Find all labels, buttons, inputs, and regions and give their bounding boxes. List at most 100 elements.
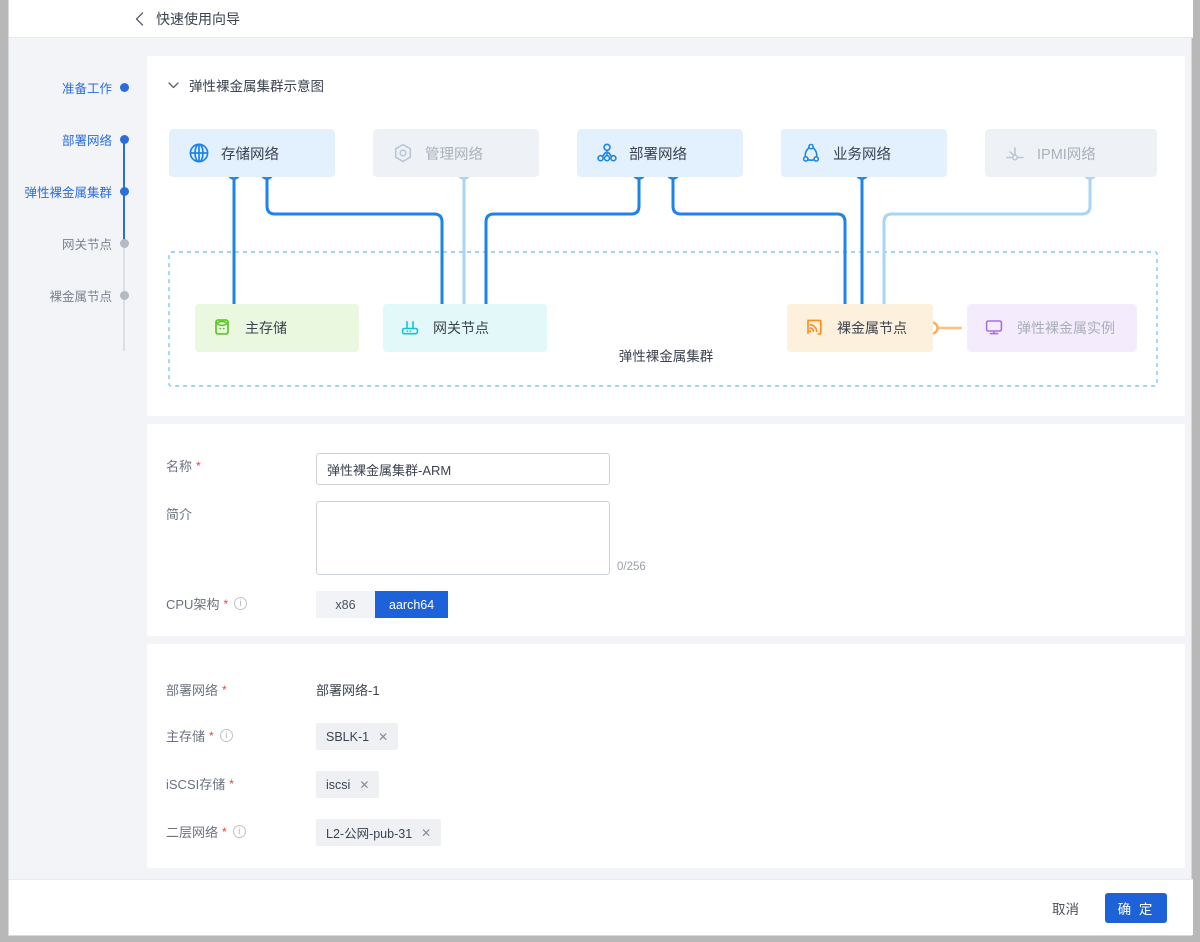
l2-network-tag: L2-公网-pub-31 ✕ bbox=[316, 819, 442, 846]
diagram-panel: 弹性裸金属集群示意图 bbox=[147, 56, 1185, 416]
network-form-panel: 部署网络 * 部署网络-1 主存储 * i SBLK-1 ✕ iSCSI存储 *… bbox=[147, 644, 1185, 868]
step-dot bbox=[120, 291, 129, 300]
page-title: 快速使用向导 bbox=[156, 10, 240, 27]
step-connector-line bbox=[123, 195, 125, 247]
name-label: 名称 * bbox=[166, 458, 201, 474]
ipmi-icon bbox=[1004, 142, 1026, 164]
step-label: 部署网络 bbox=[61, 134, 112, 148]
description-label: 简介 bbox=[166, 507, 193, 522]
diagram-section-title: 弹性裸金属集群示意图 bbox=[189, 79, 324, 94]
step-label: 裸金属节点 bbox=[49, 290, 112, 304]
node-card-main-storage: 主存储 bbox=[195, 304, 359, 352]
deploy-network-value: 部署网络-1 bbox=[316, 683, 380, 698]
tag-label: L2-公网-pub-31 bbox=[326, 827, 413, 841]
description-textarea[interactable] bbox=[316, 501, 610, 575]
info-icon[interactable]: i bbox=[232, 825, 246, 838]
form-row-iscsi-storage: iSCSI存储 * iscsi ✕ bbox=[166, 771, 380, 798]
node-card-bare-metal: 裸金属节点 bbox=[787, 304, 933, 352]
sidebar-item-prepare[interactable]: 准备工作 bbox=[62, 78, 129, 97]
cpu-arch-option-aarch64[interactable]: aarch64 bbox=[375, 591, 449, 618]
sidebar-item-bare-metal-node[interactable]: 裸金属节点 bbox=[49, 286, 129, 305]
network-card-deploy[interactable]: 部署网络 bbox=[577, 129, 743, 177]
deploy-network-label: 部署网络 * bbox=[166, 682, 227, 698]
sidebar-item-gateway-node[interactable]: 网关节点 bbox=[62, 234, 129, 253]
node-card-label: 裸金属节点 bbox=[837, 320, 907, 336]
triangle-node-icon bbox=[800, 142, 822, 164]
network-card-storage[interactable]: 存储网络 bbox=[169, 129, 335, 177]
footer-bar: 取消 确 定 bbox=[9, 879, 1193, 935]
basic-form-panel: 名称 * 简介 0/256 CPU架构 * i x86 aarch64 bbox=[147, 424, 1185, 636]
cluster-diagram: 存储网络 管理网络 bbox=[147, 56, 1185, 416]
form-row-l2-network: 二层网络 * i L2-公网-pub-31 ✕ bbox=[166, 819, 442, 846]
network-card-management[interactable]: 管理网络 bbox=[373, 129, 539, 177]
step-label: 准备工作 bbox=[61, 82, 112, 96]
node-card-label: 网关节点 bbox=[433, 320, 489, 336]
main-storage-tag: SBLK-1 ✕ bbox=[316, 723, 399, 750]
node-card-bare-metal-instance: 弹性裸金属实例 bbox=[967, 304, 1137, 352]
chevron-left-icon[interactable] bbox=[131, 11, 147, 27]
form-row-description: 简介 0/256 bbox=[166, 501, 646, 575]
wizard-page: 快速使用向导 准备工作 部署网络 弹性裸金属集群 网关节点 裸金属节点 bbox=[8, 0, 1193, 936]
step-connector-line bbox=[123, 143, 125, 195]
iscsi-storage-tag: iscsi ✕ bbox=[316, 771, 380, 798]
required-marker: * bbox=[209, 728, 214, 743]
network-card-label: 业务网络 bbox=[833, 146, 891, 163]
monitor-icon bbox=[984, 317, 1006, 339]
globe-icon bbox=[188, 142, 210, 164]
l2-network-label: 二层网络 * i bbox=[166, 819, 316, 841]
cpu-arch-segmented: x86 aarch64 bbox=[316, 591, 449, 618]
close-icon[interactable]: ✕ bbox=[421, 825, 432, 840]
signal-icon bbox=[804, 317, 826, 339]
network-card-business[interactable]: 业务网络 bbox=[781, 129, 947, 177]
step-label: 网关节点 bbox=[61, 238, 112, 252]
close-icon[interactable]: ✕ bbox=[378, 729, 389, 744]
node-card-label: 主存储 bbox=[245, 320, 287, 336]
required-marker: * bbox=[222, 824, 227, 839]
required-marker: * bbox=[223, 596, 229, 611]
router-icon bbox=[400, 317, 422, 339]
required-marker: * bbox=[222, 682, 227, 697]
required-marker: * bbox=[229, 776, 234, 791]
name-input[interactable] bbox=[316, 453, 610, 485]
description-char-count: 0/256 bbox=[617, 561, 646, 573]
form-row-name: 名称 * bbox=[166, 453, 610, 485]
cluster-boundary bbox=[168, 251, 1158, 387]
tag-label: SBLK-1 bbox=[326, 729, 370, 744]
step-dot bbox=[120, 187, 129, 196]
main-storage-label: 主存储 * i bbox=[166, 723, 316, 745]
confirm-button[interactable]: 确 定 bbox=[1105, 892, 1167, 923]
cancel-button[interactable]: 取消 bbox=[1052, 901, 1079, 917]
network-card-ipmi[interactable]: IPMI网络 bbox=[985, 129, 1157, 177]
tag-label: iscsi bbox=[326, 777, 351, 792]
network-card-label: 部署网络 bbox=[629, 146, 687, 163]
step-connector-line bbox=[123, 247, 125, 299]
sidebar-item-deploy-network[interactable]: 部署网络 bbox=[62, 130, 129, 149]
network-card-label: IPMI网络 bbox=[1037, 146, 1096, 163]
sitemap-icon bbox=[596, 142, 618, 164]
step-connector-line bbox=[123, 299, 125, 351]
step-label: 弹性裸金属集群 bbox=[24, 186, 112, 200]
hexagon-dot-icon bbox=[392, 142, 414, 164]
page-header: 快速使用向导 bbox=[9, 0, 1193, 38]
network-card-label: 存储网络 bbox=[221, 146, 279, 163]
step-dot bbox=[120, 239, 129, 248]
database-icon bbox=[212, 317, 234, 339]
step-nav: 准备工作 部署网络 弹性裸金属集群 网关节点 裸金属节点 bbox=[9, 60, 139, 351]
info-icon[interactable]: i bbox=[234, 597, 248, 610]
chevron-down-icon bbox=[166, 78, 180, 92]
cpu-arch-option-x86[interactable]: x86 bbox=[316, 591, 375, 618]
diagram-section-header[interactable]: 弹性裸金属集群示意图 bbox=[166, 75, 324, 95]
iscsi-storage-label: iSCSI存储 * bbox=[166, 776, 234, 792]
step-dot bbox=[120, 83, 129, 92]
cluster-caption: 弹性裸金属集群 bbox=[618, 349, 714, 364]
required-marker: * bbox=[196, 458, 201, 473]
node-card-gateway: 网关节点 bbox=[383, 304, 547, 352]
form-row-main-storage: 主存储 * i SBLK-1 ✕ bbox=[166, 723, 399, 750]
close-icon[interactable]: ✕ bbox=[359, 777, 370, 792]
step-dot bbox=[120, 135, 129, 144]
info-icon[interactable]: i bbox=[219, 729, 233, 742]
sidebar-item-bare-metal-cluster[interactable]: 弹性裸金属集群 bbox=[24, 182, 129, 201]
network-card-label: 管理网络 bbox=[425, 146, 483, 163]
form-row-deploy-network: 部署网络 * 部署网络-1 bbox=[166, 677, 380, 699]
node-card-label: 弹性裸金属实例 bbox=[1017, 320, 1115, 336]
